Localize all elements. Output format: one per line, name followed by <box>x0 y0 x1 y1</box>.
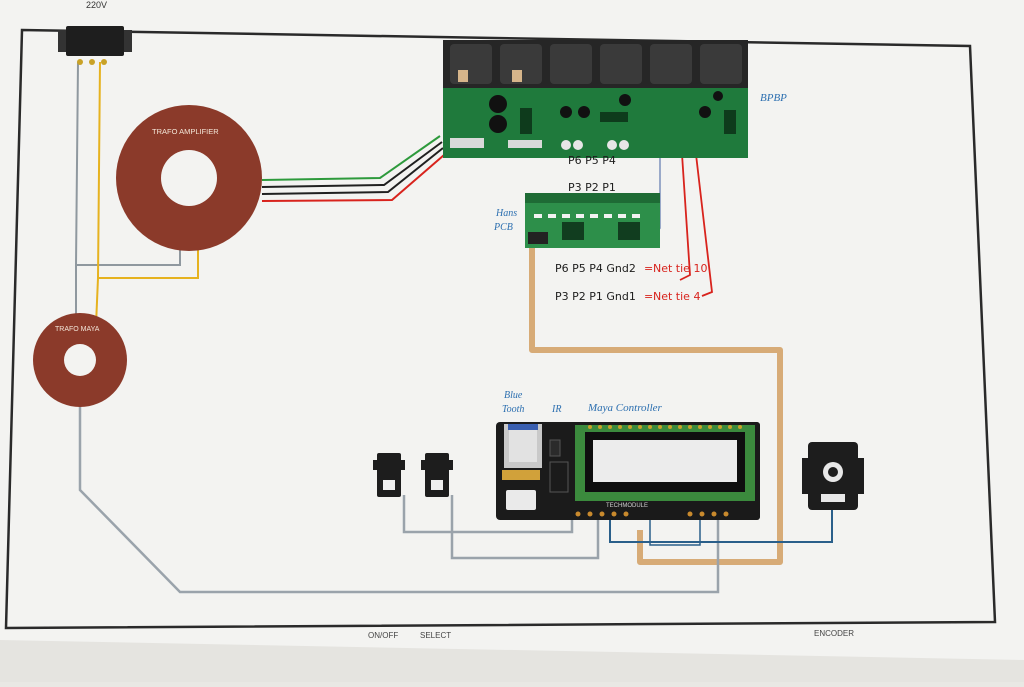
wire-mains-yellow <box>96 61 199 279</box>
controller-button <box>506 490 536 510</box>
maya-controller-label: Maya Controller <box>587 402 663 414</box>
onoff-label: ON/OFF <box>368 631 398 640</box>
trafo-maya-toroid-icon <box>33 313 127 407</box>
bpbp-pins-label: P6 P5 P4 <box>568 154 616 167</box>
wire-mains-gray <box>74 61 181 266</box>
ir-receiver-icon <box>549 439 569 493</box>
wire-hans-controller-ribbon <box>529 245 783 565</box>
lcd-pin-header <box>588 425 742 429</box>
controller-bottom-pins <box>575 511 729 517</box>
net-tie-10-name: Net tie 10 <box>653 262 707 275</box>
bpbp-board <box>443 40 748 158</box>
net-tie-4-eq: = <box>644 290 653 303</box>
encoder-label: ENCODER <box>814 629 854 638</box>
bluetooth-module-icon <box>504 424 542 468</box>
select-label: SELECT <box>420 631 451 640</box>
wire-encoder-controller <box>609 510 833 543</box>
hans-label-line2: PCB <box>493 222 513 233</box>
hans-pcb <box>525 193 660 248</box>
net-tie-10-pins: P6 P5 P4 Gnd2 <box>555 262 636 275</box>
wire-secondary-red <box>261 154 445 202</box>
wire-secondary-black-2 <box>261 147 444 195</box>
wire-secondary-black-1 <box>261 141 443 188</box>
wire-select-controller <box>450 495 600 560</box>
ir-label: IR <box>551 404 561 415</box>
select-switch-icon <box>421 453 453 497</box>
trafo-amplifier-label: TRAFO AMPLIFIER <box>152 127 219 136</box>
onoff-switch-icon <box>373 453 405 497</box>
net-tie-4-name: Net tie 4 <box>653 290 700 303</box>
hans-label-line1: Hans <box>495 208 517 219</box>
wire-maya-trafo-controller <box>78 405 720 594</box>
bluetooth-label-line1: Blue <box>504 390 523 401</box>
net-tie-4-pins: P3 P2 P1 Gnd1 <box>555 290 636 303</box>
wire-secondary-green <box>261 135 441 181</box>
bluetooth-label-line2: Tooth <box>502 404 524 415</box>
pcb-silkscreen: TECHMODULE <box>606 503 648 509</box>
lcd-display-icon <box>585 432 745 492</box>
wire-controller-loop <box>649 520 701 546</box>
bpbp-label: BPBP <box>760 92 787 104</box>
trafo-maya-label: TRAFO MAYA <box>55 326 100 333</box>
encoder-icon <box>802 442 864 510</box>
hans-pins-label: P3 P2 P1 <box>568 181 616 194</box>
mains-label: 220V <box>86 0 107 10</box>
net-tie-10-eq: = <box>644 262 653 275</box>
controller-crystal <box>502 470 540 480</box>
wire-onoff-controller <box>402 495 574 534</box>
mains-inlet-icon <box>58 26 132 65</box>
trafo-amplifier-toroid-icon <box>116 105 262 251</box>
